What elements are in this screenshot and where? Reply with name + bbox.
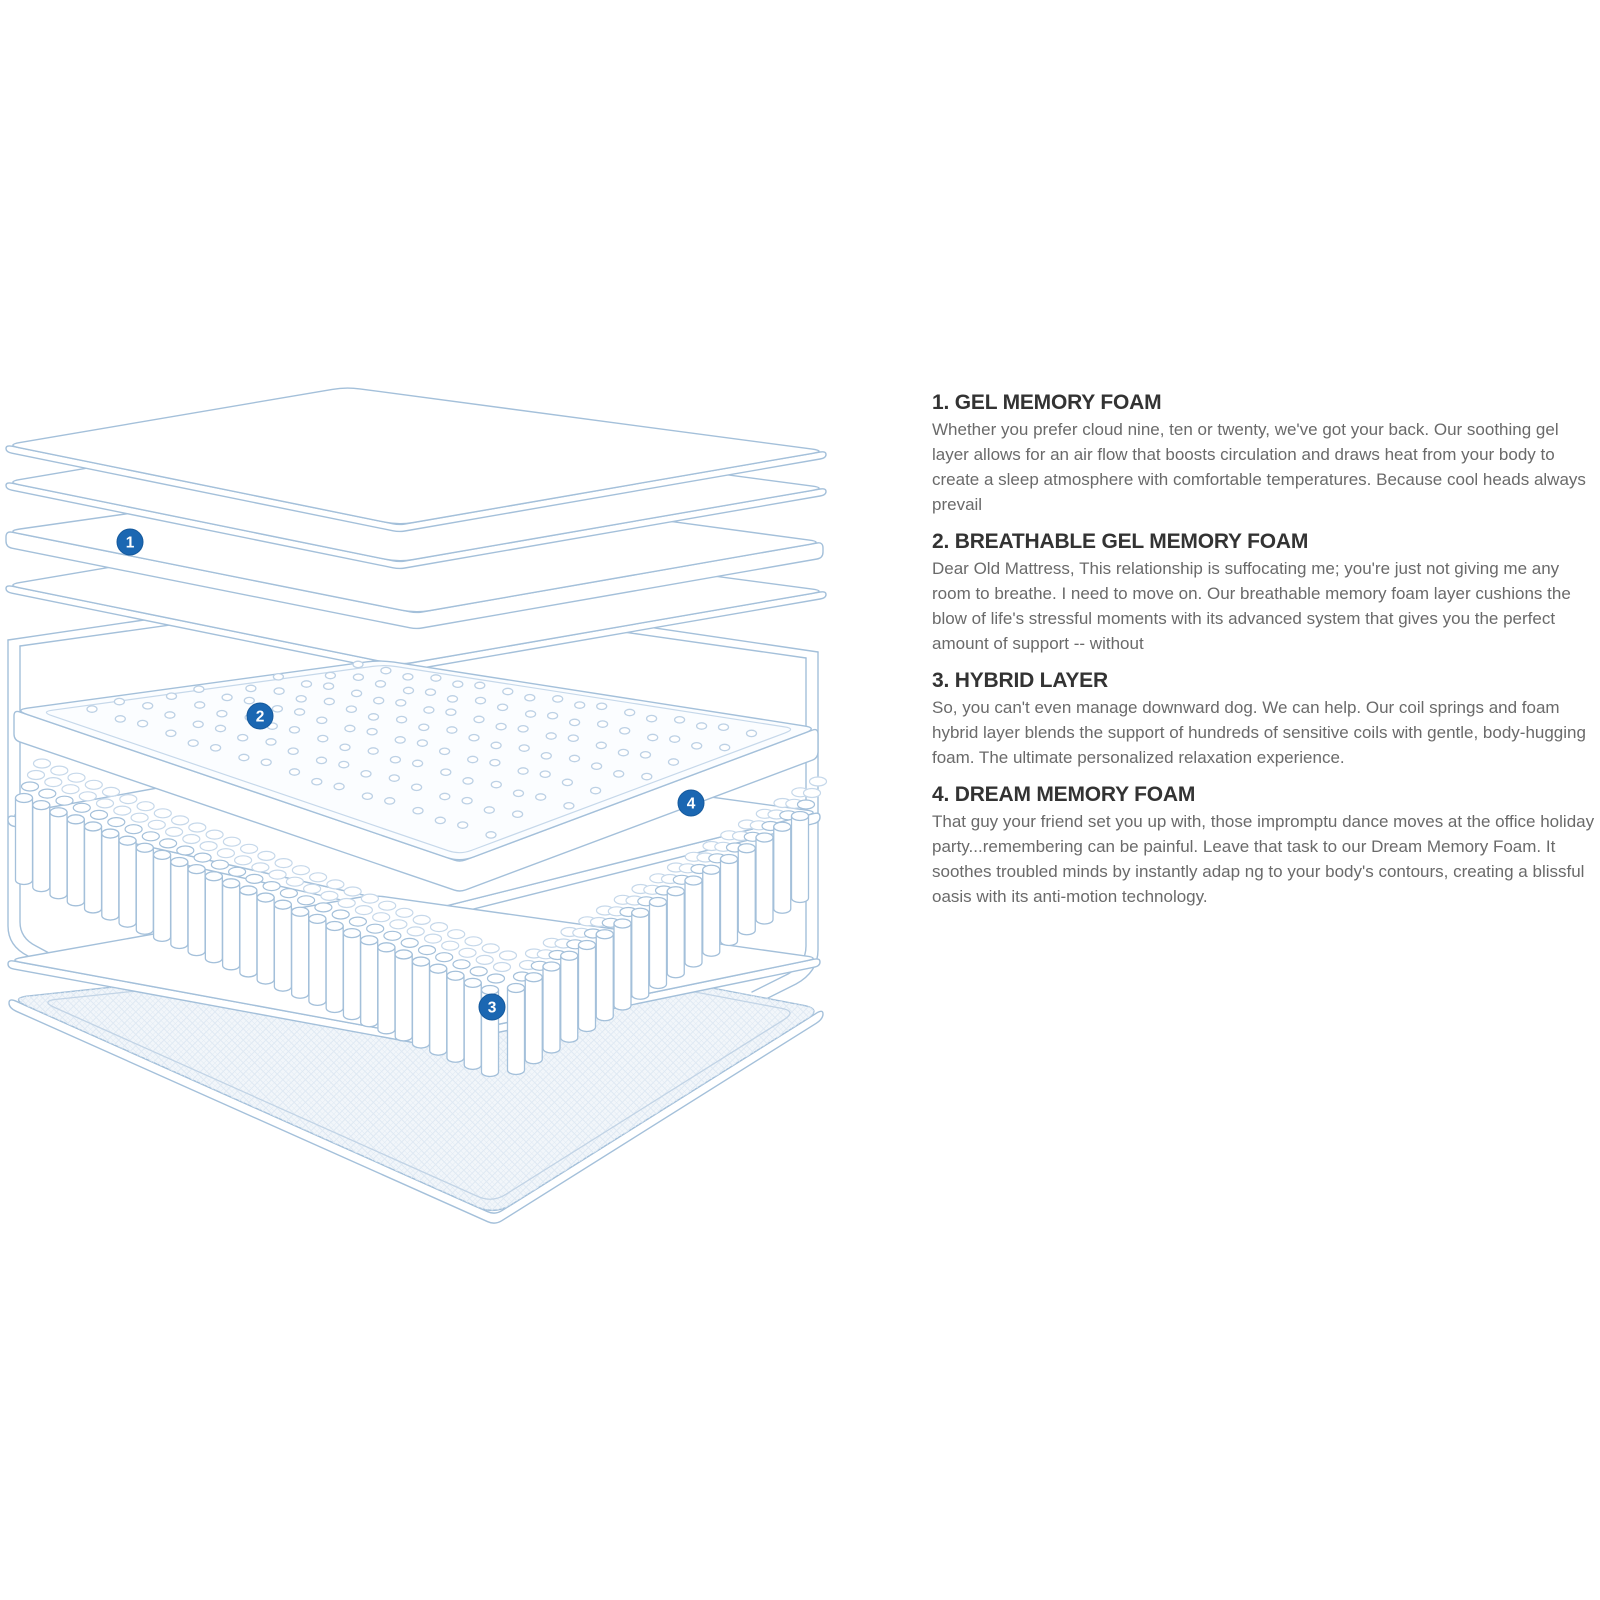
marker-2-circle <box>246 702 274 730</box>
marker-3-circle <box>478 993 506 1021</box>
mattress-layers-illustration: 1 2 3 4 <box>5 387 828 1224</box>
layer-descriptions: 1. GEL MEMORY FOAM Whether you prefer cl… <box>932 391 1596 922</box>
layer-thin-sheet-top <box>5 387 827 533</box>
mattress-diagram: 1 2 3 4 <box>0 350 880 1270</box>
marker-4-circle <box>677 789 705 817</box>
marker-3-number: 3 <box>488 1000 497 1017</box>
layer-2-heading: 2. BREATHABLE GEL MEMORY FOAM <box>932 530 1309 553</box>
marker-4-number: 4 <box>687 796 696 813</box>
marker-1-number: 1 <box>126 535 135 552</box>
layer-3-body: So, you can't even manage downward dog. … <box>932 698 1586 767</box>
layer-2-body: Dear Old Mattress, This relationship is … <box>932 559 1571 653</box>
layer-1-body: Whether you prefer cloud nine, ten or tw… <box>932 420 1586 514</box>
layer-section-3: 3. HYBRID LAYER So, you can't even manag… <box>932 669 1596 770</box>
layer-coil-springs <box>14 758 828 1078</box>
marker-2: 2 <box>246 702 274 730</box>
marker-3: 3 <box>478 993 506 1021</box>
layer-4-heading: 4. DREAM MEMORY FOAM <box>932 783 1196 806</box>
layer-section-1: 1. GEL MEMORY FOAM Whether you prefer cl… <box>932 391 1596 517</box>
layer-section-2: 2. BREATHABLE GEL MEMORY FOAM Dear Old M… <box>932 530 1596 656</box>
layer-breathable-perforated <box>13 660 819 892</box>
layer-section-4: 4. DREAM MEMORY FOAM That guy your frien… <box>932 783 1596 909</box>
marker-2-number: 2 <box>256 709 265 726</box>
marker-4: 4 <box>677 789 705 817</box>
layer-4-body: That guy your friend set you up with, th… <box>932 812 1595 906</box>
layer-3-heading: 3. HYBRID LAYER <box>932 669 1108 692</box>
layer-1-heading: 1. GEL MEMORY FOAM <box>932 391 1162 414</box>
marker-1-circle <box>116 528 144 556</box>
marker-1: 1 <box>116 528 144 556</box>
